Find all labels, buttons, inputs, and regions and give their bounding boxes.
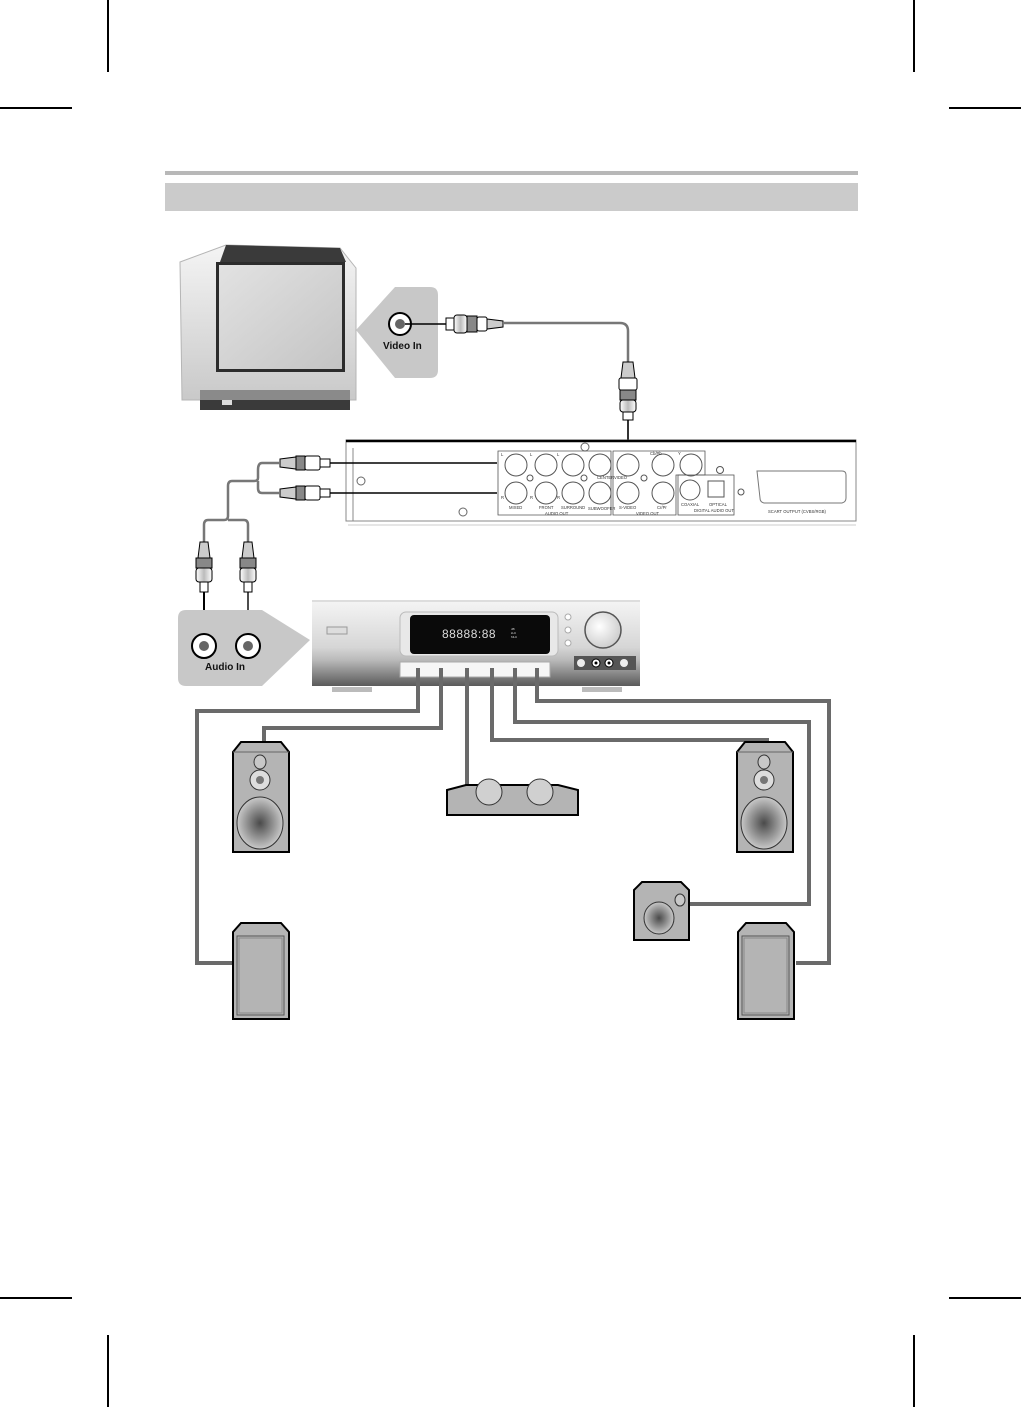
jack-label-front: FRONT — [539, 505, 554, 510]
channel-label: R — [530, 495, 533, 500]
audio-out-jack-mixed-l[interactable] — [504, 453, 528, 477]
crop-mark — [913, 1335, 915, 1407]
cable-front-left — [262, 668, 443, 742]
audio-out-group: L L L R R R MIXED FRONT SURROUND SUBWOOF… — [497, 450, 615, 516]
receiver-button[interactable] — [564, 626, 572, 634]
scart-connector[interactable]: SCART OUTPUT (CVBS/RGB) — [756, 470, 847, 514]
audio-out-jack-front-r[interactable] — [534, 481, 558, 505]
jack-label-center: CENTER — [597, 475, 614, 480]
audio-in-label: Audio In — [205, 662, 245, 673]
audio-out-group-label: AUDIO OUT — [545, 511, 569, 516]
header-rule — [165, 171, 858, 175]
speaker-subwoofer — [633, 881, 690, 941]
channel-label: L — [530, 452, 533, 457]
video-out-jack-y[interactable] — [679, 453, 703, 477]
scart-label: SCART OUTPUT (CVBS/RGB) — [768, 509, 827, 514]
coaxial-jack[interactable] — [679, 479, 701, 501]
jack-label-s-video: S-VIDEO — [619, 505, 637, 510]
display-indicator: dB — [511, 627, 515, 631]
audio-out-jack-mixed-r[interactable] — [504, 481, 528, 505]
cable-subwoofer — [513, 668, 811, 906]
jack-label-cr-pr: Cr/Pr — [657, 505, 667, 510]
cable-surround-left — [195, 668, 420, 965]
speaker-surround-left — [232, 922, 290, 1020]
crop-mark — [0, 1297, 72, 1299]
audio-out-jack-subwoofer[interactable] — [588, 481, 612, 505]
cable-surround-right — [535, 668, 831, 965]
channel-label: L — [557, 452, 560, 457]
receiver-button[interactable] — [564, 613, 572, 621]
jack-label-y: Y — [678, 451, 681, 456]
crop-mark — [107, 0, 109, 72]
dvd-rear-panel: L L L R R R MIXED FRONT SURROUND SUBWOOF… — [345, 439, 857, 526]
speaker-front-right — [736, 741, 794, 853]
crop-mark — [0, 107, 72, 109]
speaker-surround-right — [737, 922, 795, 1020]
video-out-jack-composite[interactable] — [616, 453, 640, 477]
jack-label-surround: SURROUND — [561, 505, 585, 510]
audio-out-jack-front-l[interactable] — [534, 453, 558, 477]
channel-label: L — [501, 452, 504, 457]
jack-label-video: VIDEO — [614, 475, 628, 480]
rca-plug-top — [279, 455, 331, 471]
digital-audio-out-label: DIGITAL AUDIO OUT — [694, 508, 734, 513]
jack-label-coaxial: COAXIAL — [681, 502, 700, 507]
display-indicator: kHz — [511, 631, 517, 635]
rca-plug-left — [195, 541, 213, 640]
receiver-display — [410, 615, 550, 654]
digital-audio-out-group: COAXIAL OPTICAL DIGITAL AUDIO OUT — [677, 466, 745, 516]
video-out-group-label: VIDEO OUT — [636, 511, 659, 516]
speaker-front-left — [232, 741, 290, 853]
optical-jack[interactable] — [707, 480, 725, 498]
video-out-jack-s-video[interactable] — [616, 481, 640, 505]
audio-in-callout: Audio In — [178, 610, 310, 686]
receiver-button[interactable] — [564, 639, 572, 647]
channel-label: R — [501, 495, 504, 500]
crop-mark — [107, 1335, 109, 1407]
jack-label-cb-pb: Cb/Pb — [650, 451, 662, 456]
audio-out-jack-center[interactable] — [588, 453, 612, 477]
crop-mark — [949, 107, 1021, 109]
audio-cable[interactable] — [195, 455, 497, 640]
display-digits: 88888:88 — [442, 627, 496, 641]
crop-mark — [949, 1297, 1021, 1299]
jack-label-optical: OPTICAL — [709, 502, 728, 507]
video-in-label: Video In — [383, 341, 422, 352]
jack-label-subwoofer: SUBWOOFER — [588, 506, 615, 511]
speaker-center — [446, 778, 579, 816]
display-indicator: MHz — [511, 635, 518, 639]
video-out-group: Cb/Pb Y VIDEO S-VIDEO Cr/Pr VIDEO OUT — [612, 450, 706, 516]
section-header-bar — [165, 183, 858, 211]
av-receiver: 88888:88 dB kHz MHz — [312, 600, 640, 692]
crop-mark — [913, 0, 915, 72]
audio-out-jack-surround-l[interactable] — [561, 453, 585, 477]
volume-knob[interactable] — [584, 611, 622, 649]
television — [179, 244, 357, 410]
video-in-callout: Video In — [356, 287, 438, 378]
jack-label-mixed: MIXED — [509, 505, 522, 510]
channel-label: R — [557, 495, 560, 500]
video-out-jack-cr-pr[interactable] — [651, 481, 675, 505]
audio-out-jack-surround-r[interactable] — [561, 481, 585, 505]
rca-plug-bottom — [279, 485, 331, 501]
speaker-terminal-strip — [399, 661, 551, 678]
video-out-jack-cb-pb[interactable] — [651, 453, 675, 477]
